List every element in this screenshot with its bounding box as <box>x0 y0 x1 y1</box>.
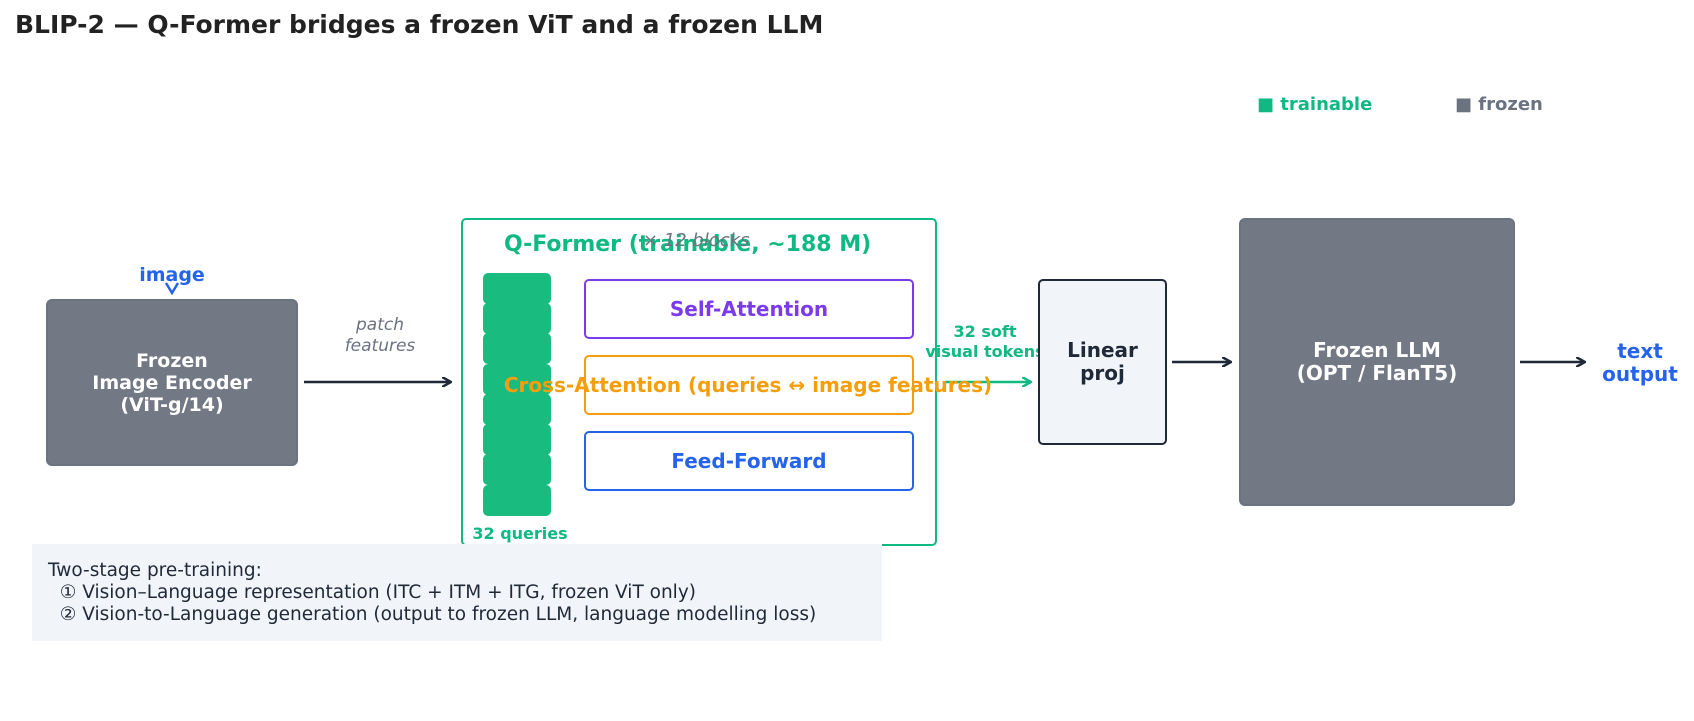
llm-box: Frozen LLM (OPT / FlanT5) <box>1239 218 1515 506</box>
query-token <box>483 303 551 334</box>
feed-forward-label: Feed-Forward <box>671 449 827 473</box>
soft-tokens-label: 32 soft visual tokens <box>925 322 1045 361</box>
image-input-arrow <box>164 282 180 296</box>
note-heading: Two-stage pre-training: <box>48 560 262 581</box>
legend-frozen: ■ frozen <box>1455 94 1543 115</box>
legend-trainable: ■ trainable <box>1257 94 1373 115</box>
cross-attention-box <box>584 355 914 415</box>
queries-label: 32 queries <box>472 524 568 543</box>
linear-proj-box: Linear proj <box>1038 279 1167 445</box>
self-attention-box <box>584 279 914 339</box>
text-output-label: text output <box>1602 339 1678 386</box>
query-token <box>483 424 551 455</box>
self-attention-label: Self-Attention <box>669 297 829 321</box>
cross-attention-label: Cross-Attention (queries ↔ image feature… <box>503 373 993 397</box>
note-stage-1: ① Vision–Language representation (ITC + … <box>48 582 696 603</box>
query-token <box>483 333 551 364</box>
page-title: BLIP-2 — Q-Former bridges a frozen ViT a… <box>15 10 824 39</box>
query-token <box>483 273 551 304</box>
query-token <box>483 454 551 485</box>
image-input-label: image <box>139 264 205 286</box>
feed-forward-box <box>584 431 914 491</box>
query-token <box>483 394 551 425</box>
qformer-title: Q-Former (trainable, ~188 M) <box>504 232 872 257</box>
image-encoder-box: Frozen Image Encoder (ViT-g/14) <box>46 299 298 466</box>
qformer-blocks-label: × 12 blocks <box>643 230 750 251</box>
note-stage-2: ② Vision-to-Language generation (output … <box>48 604 817 625</box>
pretraining-note: Two-stage pre-training: ① Vision–Languag… <box>32 544 882 641</box>
patch-features-label: patch features <box>344 315 416 356</box>
query-token <box>483 485 551 516</box>
query-token <box>483 364 551 395</box>
